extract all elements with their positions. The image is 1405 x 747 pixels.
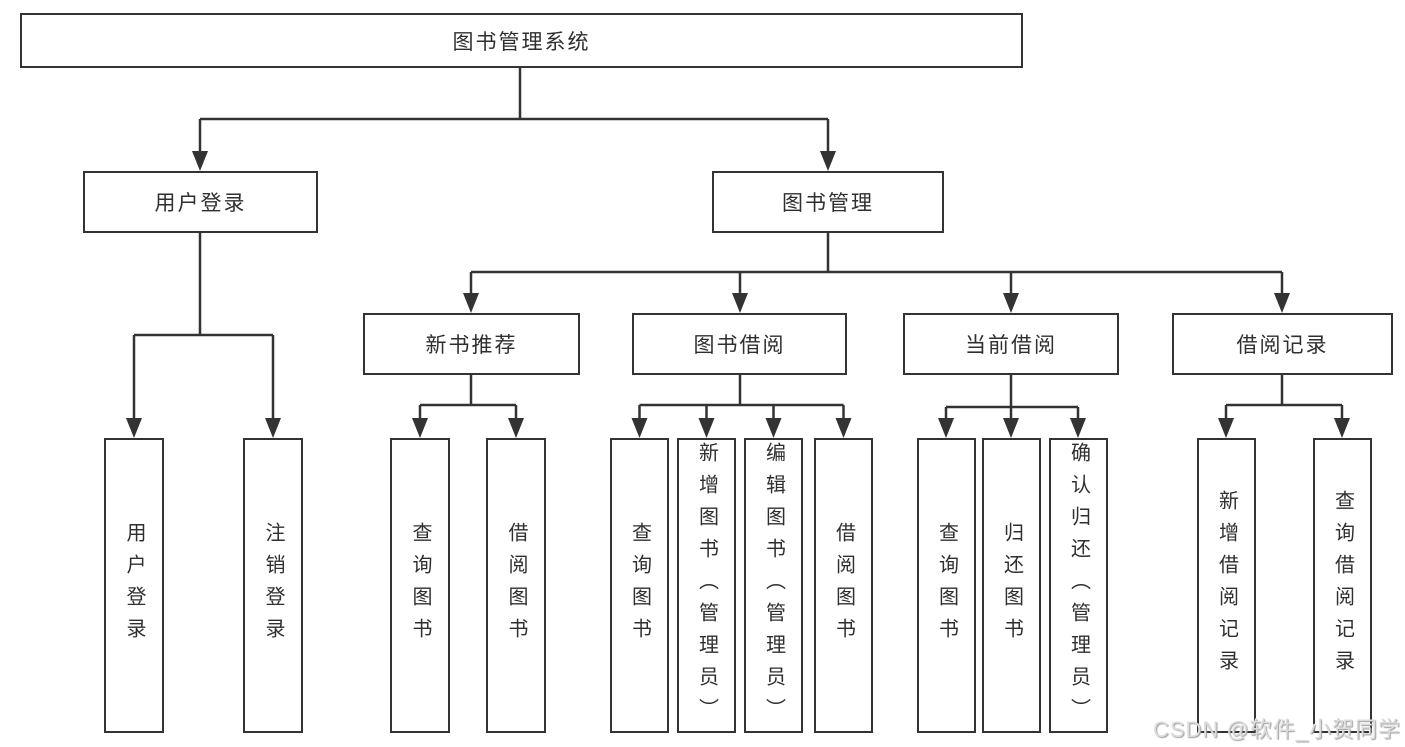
node-leaf-confirm-return-admin-label: 确认归还（管理员）	[1067, 441, 1090, 730]
node-leaf-edit-book-admin-label: 编辑图书（管理员）	[762, 441, 785, 730]
node-book-management: 图书管理	[712, 171, 944, 233]
node-leaf-user-login-label: 用户登录	[123, 521, 145, 650]
node-leaf-add-borrow-record-label: 新增借阅记录	[1215, 489, 1238, 682]
node-borrow-record-label: 借阅记录	[1236, 334, 1329, 357]
node-leaf-query-book-3: 查询图书	[917, 438, 976, 733]
node-leaf-borrow-book-1: 借阅图书	[486, 438, 546, 733]
node-leaf-query-book-1-label: 查询图书	[409, 521, 431, 650]
node-leaf-logout-label: 注销登录	[262, 521, 284, 650]
node-leaf-add-book-admin: 新增图书（管理员）	[677, 438, 736, 733]
node-current-borrow-label: 当前借阅	[965, 334, 1057, 357]
node-leaf-return-book-label: 归还图书	[1000, 521, 1023, 650]
node-new-book-recommend: 新书推荐	[363, 313, 580, 375]
node-book-management-label: 图书管理	[782, 192, 874, 215]
node-leaf-borrow-book-1-label: 借阅图书	[505, 521, 527, 650]
node-book-borrow-label: 图书借阅	[693, 334, 786, 357]
node-user-login-module-label: 用户登录	[154, 192, 247, 215]
node-book-borrow: 图书借阅	[632, 313, 847, 375]
node-leaf-add-borrow-record: 新增借阅记录	[1197, 438, 1256, 733]
node-leaf-borrow-book-2: 借阅图书	[814, 438, 873, 733]
arrowhead-icons	[126, 151, 1350, 438]
node-leaf-query-borrow-record-label: 查询借阅记录	[1331, 489, 1354, 682]
node-leaf-query-borrow-record: 查询借阅记录	[1313, 438, 1372, 733]
node-leaf-borrow-book-2-label: 借阅图书	[832, 521, 855, 650]
node-leaf-query-book-2: 查询图书	[610, 438, 669, 733]
node-library-system: 图书管理系统	[20, 13, 1023, 68]
node-leaf-add-book-admin-label: 新增图书（管理员）	[695, 441, 718, 730]
node-leaf-return-book: 归还图书	[982, 438, 1041, 733]
node-leaf-confirm-return-admin: 确认归还（管理员）	[1049, 438, 1108, 733]
csdn-watermark: CSDN @软件_小贺同学	[1152, 717, 1401, 742]
node-library-system-label: 图书管理系统	[452, 30, 591, 54]
node-leaf-user-login: 用户登录	[104, 438, 164, 733]
node-current-borrow: 当前借阅	[903, 313, 1119, 375]
node-borrow-record: 借阅记录	[1172, 313, 1393, 375]
node-leaf-query-book-1: 查询图书	[390, 438, 450, 733]
node-user-login-module: 用户登录	[83, 171, 318, 233]
node-new-book-recommend-label: 新书推荐	[425, 334, 518, 357]
node-leaf-edit-book-admin: 编辑图书（管理员）	[744, 438, 803, 733]
node-leaf-query-book-3-label: 查询图书	[935, 521, 958, 650]
node-leaf-query-book-2-label: 查询图书	[628, 521, 651, 650]
node-leaf-logout: 注销登录	[243, 438, 303, 733]
